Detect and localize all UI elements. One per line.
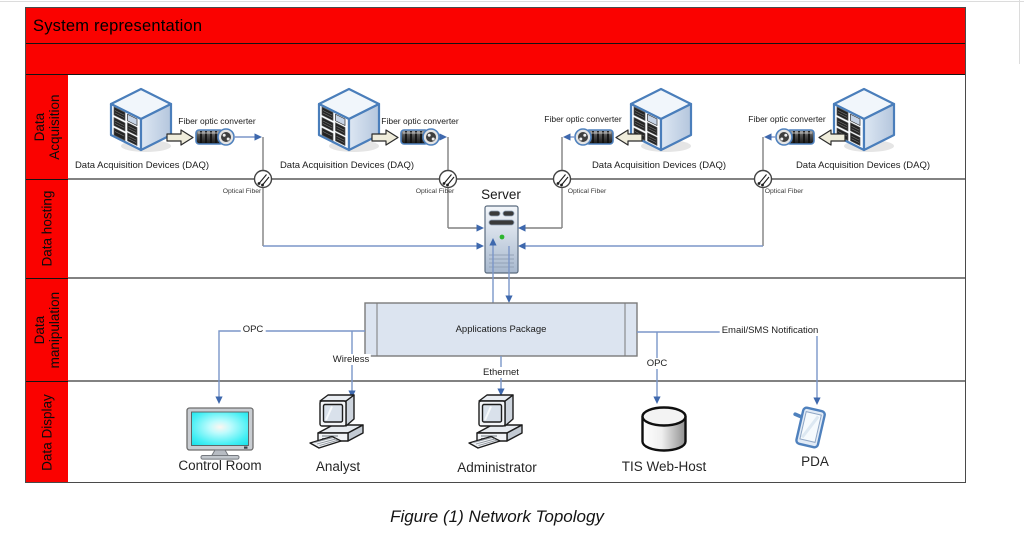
endpoint-label-pda: PDA: [801, 454, 829, 469]
diagram-frame: [25, 7, 966, 483]
title-band: System representation: [26, 8, 965, 44]
daq-unit-2: [317, 87, 449, 170]
optical-fiber-connector-icon: [253, 169, 273, 189]
converter-label: Fiber optic converter: [178, 116, 256, 126]
fiber-optic-converter-icon: [775, 128, 815, 146]
endpoint-label-analyst: Analyst: [315, 459, 361, 474]
applications-package-label: Applications Package: [455, 324, 547, 335]
row-label-data-hosting: Data hosting: [26, 179, 68, 278]
figure-caption: Figure (1) Network Topology: [390, 507, 604, 526]
optical-fiber-connector-icon: [438, 169, 458, 189]
optical-fiber-label: Optical Fiber: [567, 188, 607, 195]
figure-title: System representation: [33, 17, 203, 35]
optical-fiber-label: Optical Fiber: [415, 188, 455, 195]
pda-icon: [787, 403, 828, 450]
web-host-database-icon: [641, 406, 687, 452]
control-room-monitor-icon: [186, 407, 254, 460]
daq-device-label: Data Acquisition Devices (DAQ): [279, 160, 415, 171]
email-sms-label: Email/SMS Notification: [719, 325, 821, 336]
wireless-label: Wireless: [330, 354, 372, 365]
fiber-optic-converter-icon: [400, 128, 440, 146]
optical-fiber-connector-icon: [552, 169, 572, 189]
analyst-computer-icon: [309, 394, 364, 449]
fiber-optic-converter-icon: [574, 128, 614, 146]
daq-device-label: Data Acquisition Devices (DAQ): [795, 160, 931, 171]
row-divider-lines: [68, 178, 965, 382]
server-icon: [484, 205, 519, 274]
endpoint-label-administrator: Administrator: [457, 460, 537, 475]
daq-device-icon: [629, 87, 693, 154]
row-label-data-acquisition: Data Acquisition: [26, 75, 68, 179]
empty-red-band: [26, 44, 965, 75]
row-label-data-display: Data Display: [26, 381, 68, 483]
daq-unit-1: [109, 87, 264, 170]
daq-unit-3: [561, 87, 693, 170]
endpoint-label-tis-web-host: TIS Web-Host: [621, 459, 707, 474]
fiber-optic-converter-icon: [195, 128, 235, 146]
converter-label: Fiber optic converter: [381, 116, 459, 126]
daq-unit-4: [762, 87, 896, 170]
optical-fiber-label: Optical Fiber: [222, 188, 262, 195]
optical-fiber-label: Optical Fiber: [764, 188, 804, 195]
server-package-links: [489, 238, 513, 303]
row-label-data-manipulation: Data manipulation: [26, 278, 68, 381]
daq-device-label: Data Acquisition Devices (DAQ): [591, 160, 727, 171]
converter-label: Fiber optic converter: [544, 114, 622, 124]
optical-fiber-connector-icon: [753, 169, 773, 189]
daq-device-icon: [109, 87, 173, 154]
applications-package-box: [364, 302, 638, 357]
endpoint-label-control-room: Control Room: [178, 458, 262, 473]
daq-device-icon: [317, 87, 381, 154]
daq-device-label: Data Acquisition Devices (DAQ): [74, 160, 210, 171]
opc-left-label: OPC: [240, 324, 266, 335]
administrator-computer-icon: [468, 394, 523, 449]
converter-label: Fiber optic converter: [748, 114, 826, 124]
daq-device-icon: [832, 87, 896, 154]
server-label: Server: [481, 187, 521, 202]
opc-right-label: OPC: [644, 358, 670, 369]
ethernet-label: Ethernet: [481, 367, 521, 378]
fiber-links-to-server: [262, 188, 764, 250]
